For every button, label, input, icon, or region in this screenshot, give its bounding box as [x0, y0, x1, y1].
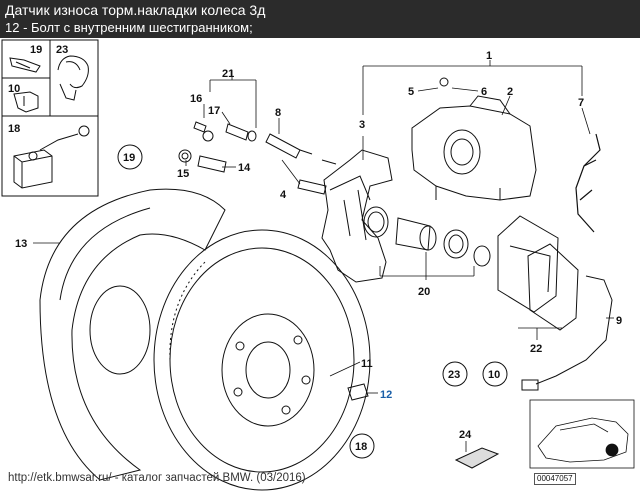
label-part-20[interactable]: 20 [418, 286, 430, 298]
wear-sensor-cable [521, 275, 613, 391]
diagram-title: Датчик износа торм.накладки колеса 3д [5, 2, 266, 18]
label-part-22[interactable]: 22 [530, 343, 542, 355]
inset-label-19: 19 [30, 44, 42, 56]
part-labels: 1 2 3 4 5 6 7 8 9 10 11 12 13 14 15 16 1… [8, 44, 622, 453]
label-part-14[interactable]: 14 [238, 162, 251, 174]
selected-part-caption: 12 - Болт с внутренним шестигранником; [5, 20, 253, 35]
inset-panel [1, 39, 99, 197]
leader-lines [33, 60, 614, 452]
label-part-24[interactable]: 24 [459, 429, 472, 441]
inset-label-18: 18 [8, 123, 20, 135]
piston-seals [363, 206, 491, 267]
inset-label-10: 10 [8, 83, 20, 95]
inset-label-23: 23 [56, 44, 68, 56]
car-thumbnail [529, 399, 635, 469]
label-part-21[interactable]: 21 [222, 68, 234, 80]
label-part-16[interactable]: 16 [190, 93, 202, 105]
label-part-13[interactable]: 13 [15, 238, 27, 250]
label-part-10[interactable]: 10 [488, 369, 500, 381]
circled-references [117, 144, 508, 459]
grease-packet [454, 447, 500, 469]
label-part-9[interactable]: 9 [616, 315, 622, 327]
label-part-19[interactable]: 19 [123, 152, 135, 164]
label-part-12[interactable]: 12 [380, 389, 392, 401]
label-part-3[interactable]: 3 [359, 119, 365, 131]
brake-pads [497, 215, 579, 331]
spring-clip [575, 133, 601, 233]
label-part-23[interactable]: 23 [448, 369, 460, 381]
label-part-4[interactable]: 4 [280, 189, 287, 201]
caliper-housing [411, 77, 537, 201]
title-bar: Датчик износа торм.накладки колеса 3д 12… [0, 0, 640, 38]
label-part-7[interactable]: 7 [578, 97, 584, 109]
label-part-5[interactable]: 5 [408, 86, 414, 98]
label-part-17[interactable]: 17 [208, 105, 220, 117]
catalog-footer: http://etk.bmwsar.ru/ - каталог запчасте… [8, 472, 306, 484]
parts-diagram: 1 2 3 4 5 6 7 8 9 10 11 12 13 14 15 16 1… [1, 39, 635, 491]
bolts-guide-pins [178, 121, 369, 401]
diagram-code: 00047057 [534, 473, 576, 485]
label-part-18[interactable]: 18 [355, 441, 367, 453]
label-part-8[interactable]: 8 [275, 107, 281, 119]
brake-disc [153, 229, 371, 491]
label-part-1[interactable]: 1 [486, 50, 492, 62]
label-part-2[interactable]: 2 [507, 86, 513, 98]
dust-shield [39, 188, 226, 481]
label-part-6[interactable]: 6 [481, 86, 487, 98]
label-part-15[interactable]: 15 [177, 168, 189, 180]
label-part-11[interactable]: 11 [361, 358, 373, 370]
caliper-carrier [321, 149, 393, 283]
